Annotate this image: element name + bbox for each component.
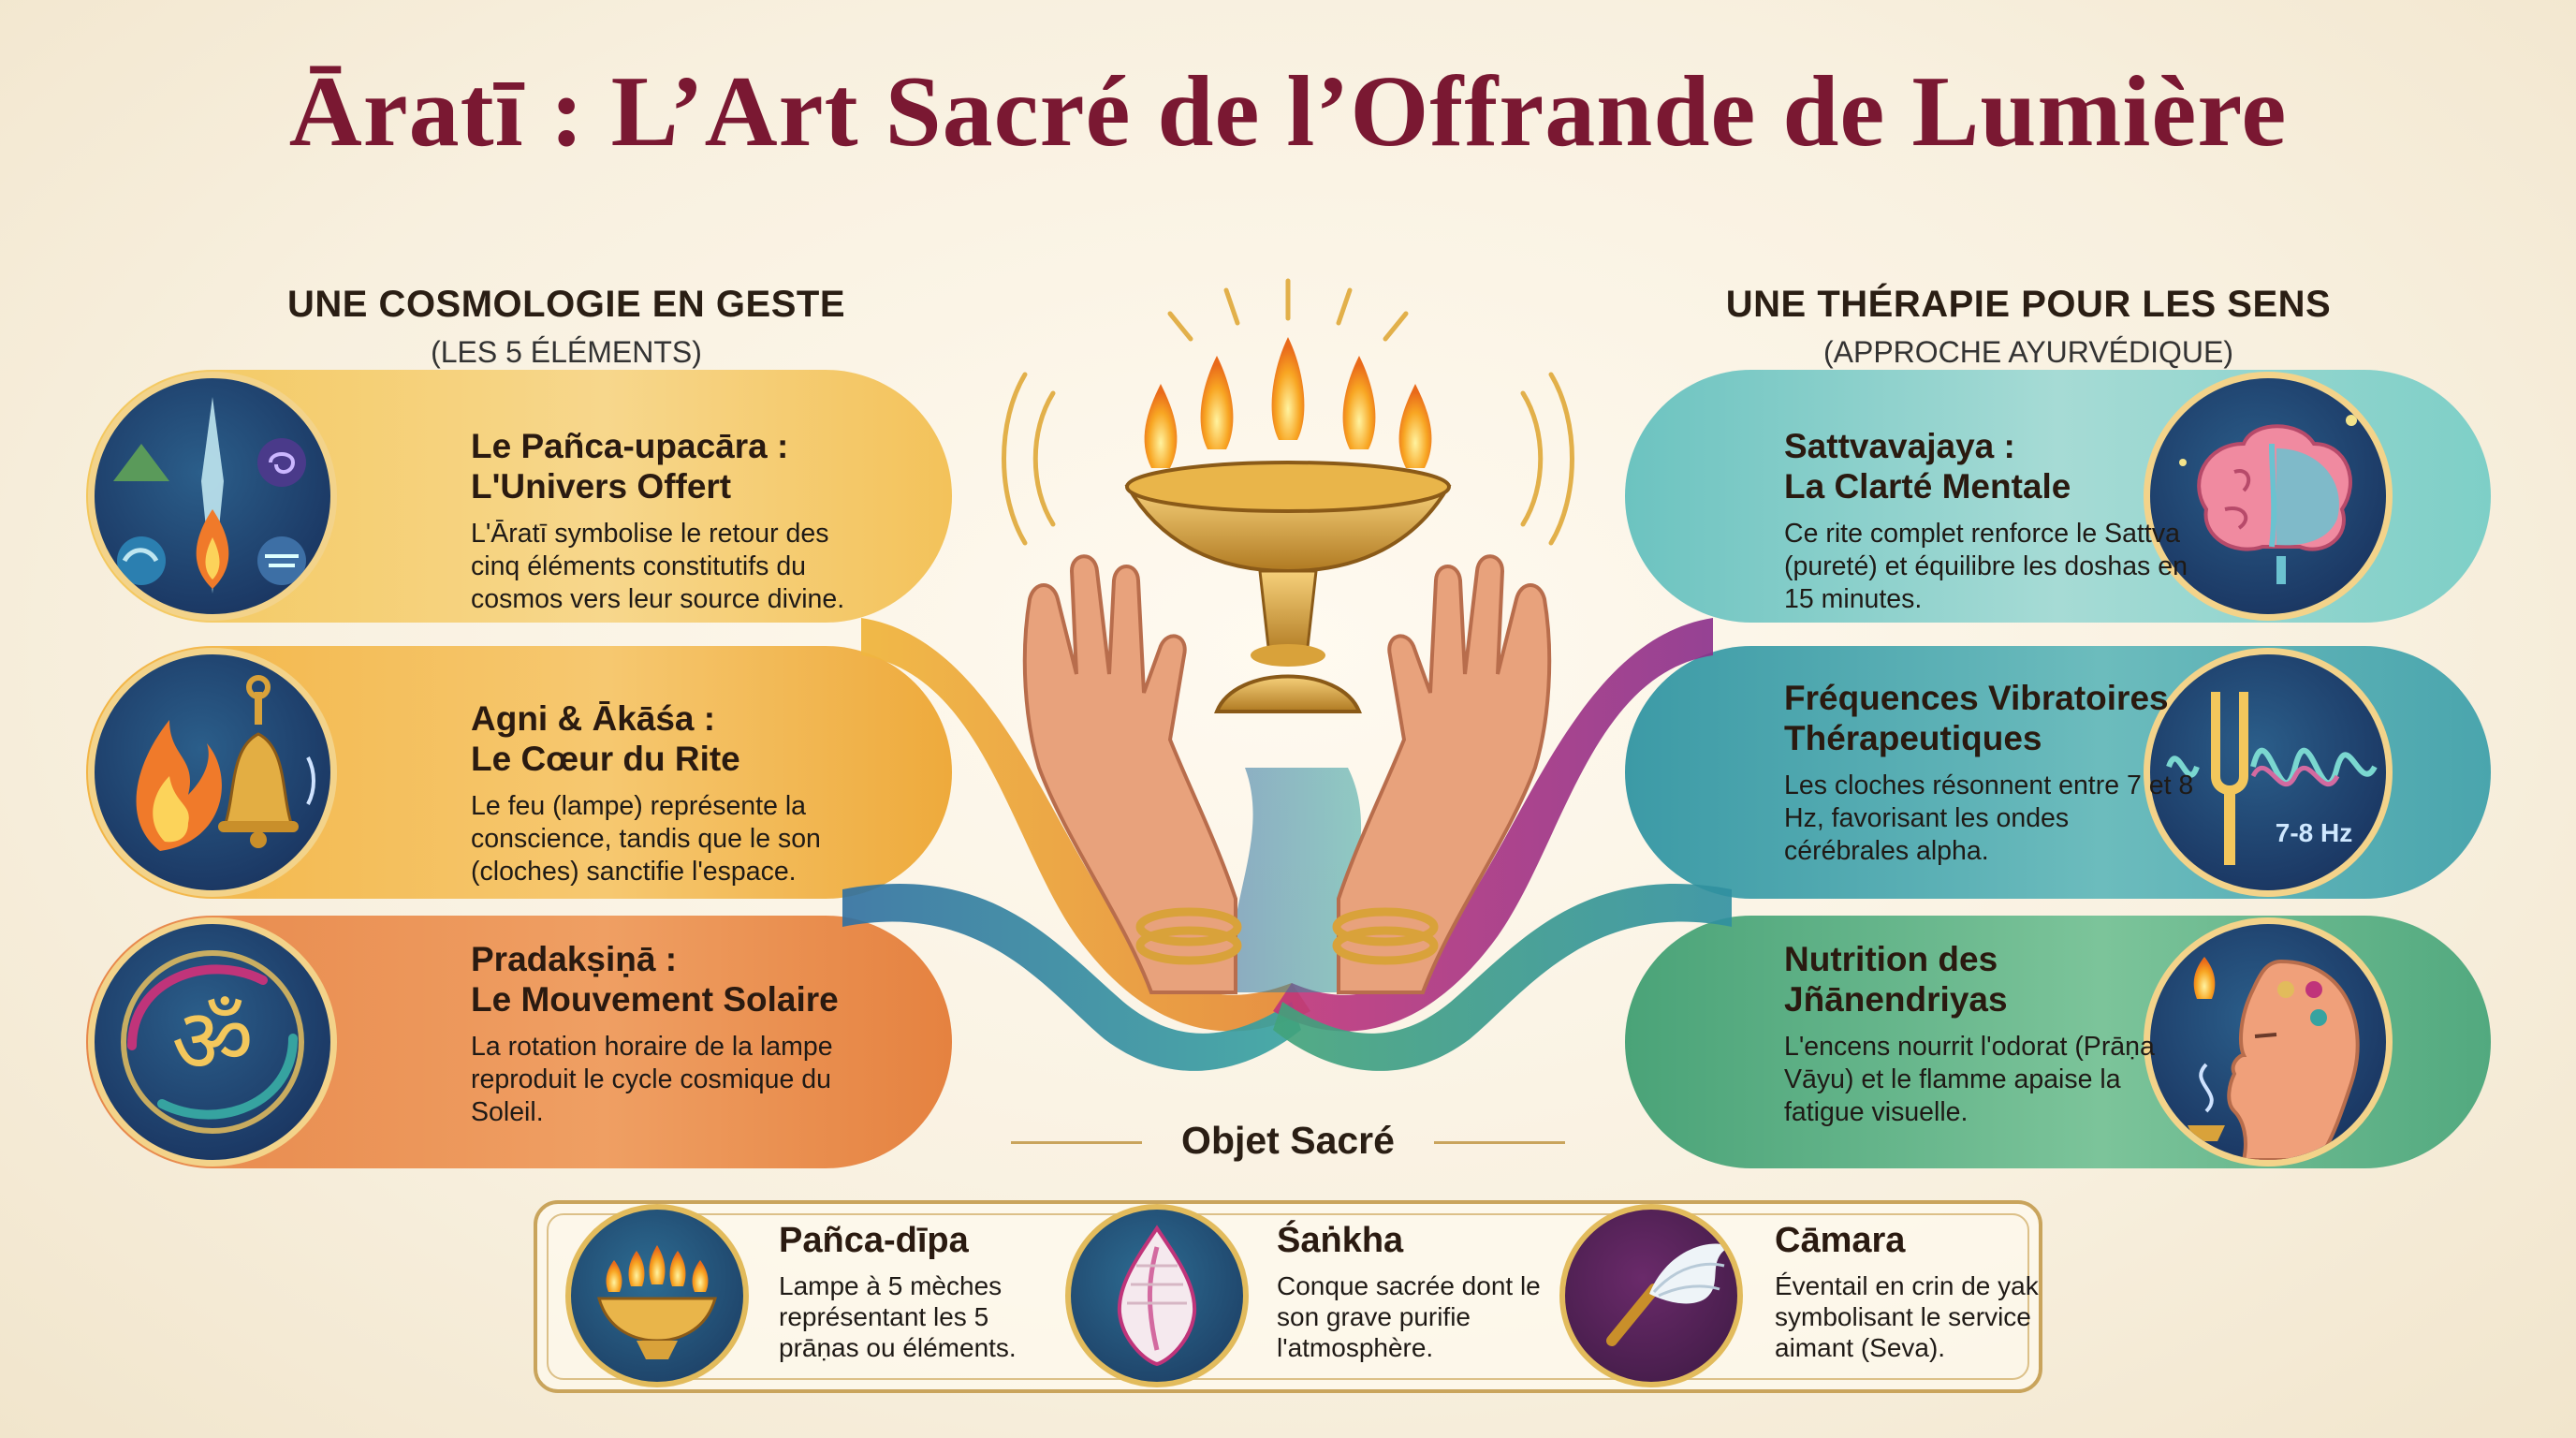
left-card-3: Pradakṣiṇā : Le Mouvement Solaire La rot… — [471, 939, 883, 1129]
left-bangle-2 — [1135, 926, 1242, 965]
card-description: L'Āratī symbolise le retour des cinq élé… — [471, 519, 845, 614]
right-column-heading: UNE THÉRAPIE POUR LES SENS (APPROCHE AYU… — [1673, 284, 2384, 370]
ribbon-gold-left — [861, 618, 1310, 1032]
sacred-object-1: Pañca-dīpa Lampe à 5 mèches représentant… — [779, 1221, 1060, 1363]
object-description: Éventail en crin de yak symbolisant le s… — [1775, 1271, 2039, 1362]
right-bangle — [1332, 907, 1439, 946]
meditating-head-icon — [2144, 917, 2393, 1167]
right-heading-text: UNE THÉRAPIE POUR LES SENS — [1725, 284, 2332, 325]
brain-icon — [2144, 372, 2393, 621]
light-rays — [1002, 278, 1574, 546]
ribbon-green-right — [1273, 884, 1732, 1071]
five-wick-lamp-icon — [565, 1204, 749, 1387]
left-bangle — [1135, 907, 1242, 946]
left-card-2: Agni & Ākāśa : Le Cœur du Rite Le feu (l… — [471, 698, 883, 888]
left-heading-text: UNE COSMOLOGIE EN GESTE — [286, 284, 845, 325]
card-description: Le feu (lampe) représente la conscience,… — [471, 791, 821, 887]
object-description: Lampe à 5 mèches représentant les 5 prāṇ… — [779, 1271, 1017, 1362]
right-card-1: Sattvavajaya : La Clarté Mentale Ce rite… — [1784, 426, 2196, 616]
conch-icon — [1065, 1204, 1249, 1387]
left-hand-icon — [1022, 554, 1237, 994]
sacred-objects-frame — [534, 1200, 2042, 1393]
object-name: Cāmara — [1775, 1221, 1906, 1260]
sacred-divider-right — [1434, 1141, 1565, 1144]
card-title-line2: L'Univers Offert — [471, 467, 732, 506]
card-title-line2: Le Mouvement Solaire — [471, 980, 839, 1019]
svg-text:ॐ: ॐ — [171, 989, 254, 1093]
card-description: Ce rite complet renforce le Sattva (pure… — [1784, 519, 2188, 614]
right-subheading-text: (APPROCHE AYURVÉDIQUE) — [1822, 335, 2233, 369]
yak-fan-icon — [1559, 1204, 1743, 1387]
card-description: Les cloches résonnent entre 7 et 8 Hz, f… — [1784, 770, 2194, 866]
card-title-line1: Fréquences Vibratoires — [1784, 679, 2169, 717]
card-description: La rotation horaire de la lampe reprodui… — [471, 1032, 833, 1127]
tuning-fork-icon: 7-8 Hz — [2144, 648, 2393, 897]
page-title: Āratī : L’Art Sacré de l’Offrande de Lum… — [288, 56, 2288, 168]
left-column-heading: UNE COSMOLOGIE EN GESTE (LES 5 ÉLÉMENTS) — [211, 284, 922, 370]
card-title-line1: Le Pañca-upacāra : — [471, 427, 789, 465]
card-title-line2: Le Cœur du Rite — [471, 740, 740, 778]
sacred-object-3: Cāmara Éventail en crin de yak symbolisa… — [1775, 1221, 2056, 1363]
right-card-3: Nutrition des Jñānendriyas L'encens nour… — [1784, 939, 2196, 1129]
object-description: Conque sacrée dont le son grave purifie … — [1277, 1271, 1541, 1362]
object-name: Pañca-dīpa — [779, 1221, 969, 1260]
ribbon-blue-left — [842, 884, 1301, 1071]
left-subheading-text: (LES 5 ÉLÉMENTS) — [431, 335, 702, 369]
left-card-1: Le Pañca-upacāra : L'Univers Offert L'Ār… — [471, 426, 883, 616]
fire-and-bell-icon — [88, 648, 337, 897]
sacred-objects-label: Objet Sacré — [1181, 1119, 1395, 1162]
sacred-object-2: Śaṅkha Conque sacrée dont le son grave p… — [1277, 1221, 1558, 1363]
ribbon-magenta-right — [1273, 618, 1713, 1032]
card-title-line2: Thérapeutiques — [1784, 719, 2042, 757]
card-title-line1: Sattvavajaya : — [1784, 427, 2015, 465]
ribbon-teal-center — [1231, 768, 1362, 992]
five-elements-icon — [88, 372, 337, 621]
card-title-line1: Agni & Ākāśa : — [471, 699, 716, 738]
card-title-line2: Jñānendriyas — [1784, 980, 2008, 1019]
lamp-flames — [1144, 337, 1432, 468]
sacred-divider-left — [1011, 1141, 1142, 1144]
card-title-line1: Nutrition des — [1784, 940, 1998, 978]
card-title-line1: Pradakṣiṇā : — [471, 940, 678, 978]
frequency-label: 7-8 Hz — [2276, 818, 2352, 847]
arati-lamp-icon — [1124, 461, 1452, 713]
object-name: Śaṅkha — [1277, 1221, 1404, 1260]
card-description: L'encens nourrit l'odorat (Prāṇa Vāyu) e… — [1784, 1032, 2155, 1127]
right-hand-icon — [1337, 554, 1552, 994]
right-card-2: Fréquences Vibratoires Thérapeutiques Le… — [1784, 678, 2196, 868]
card-title-line2: La Clarté Mentale — [1784, 467, 2071, 506]
right-bangle-2 — [1332, 926, 1439, 965]
om-icon: ॐ — [88, 917, 337, 1167]
